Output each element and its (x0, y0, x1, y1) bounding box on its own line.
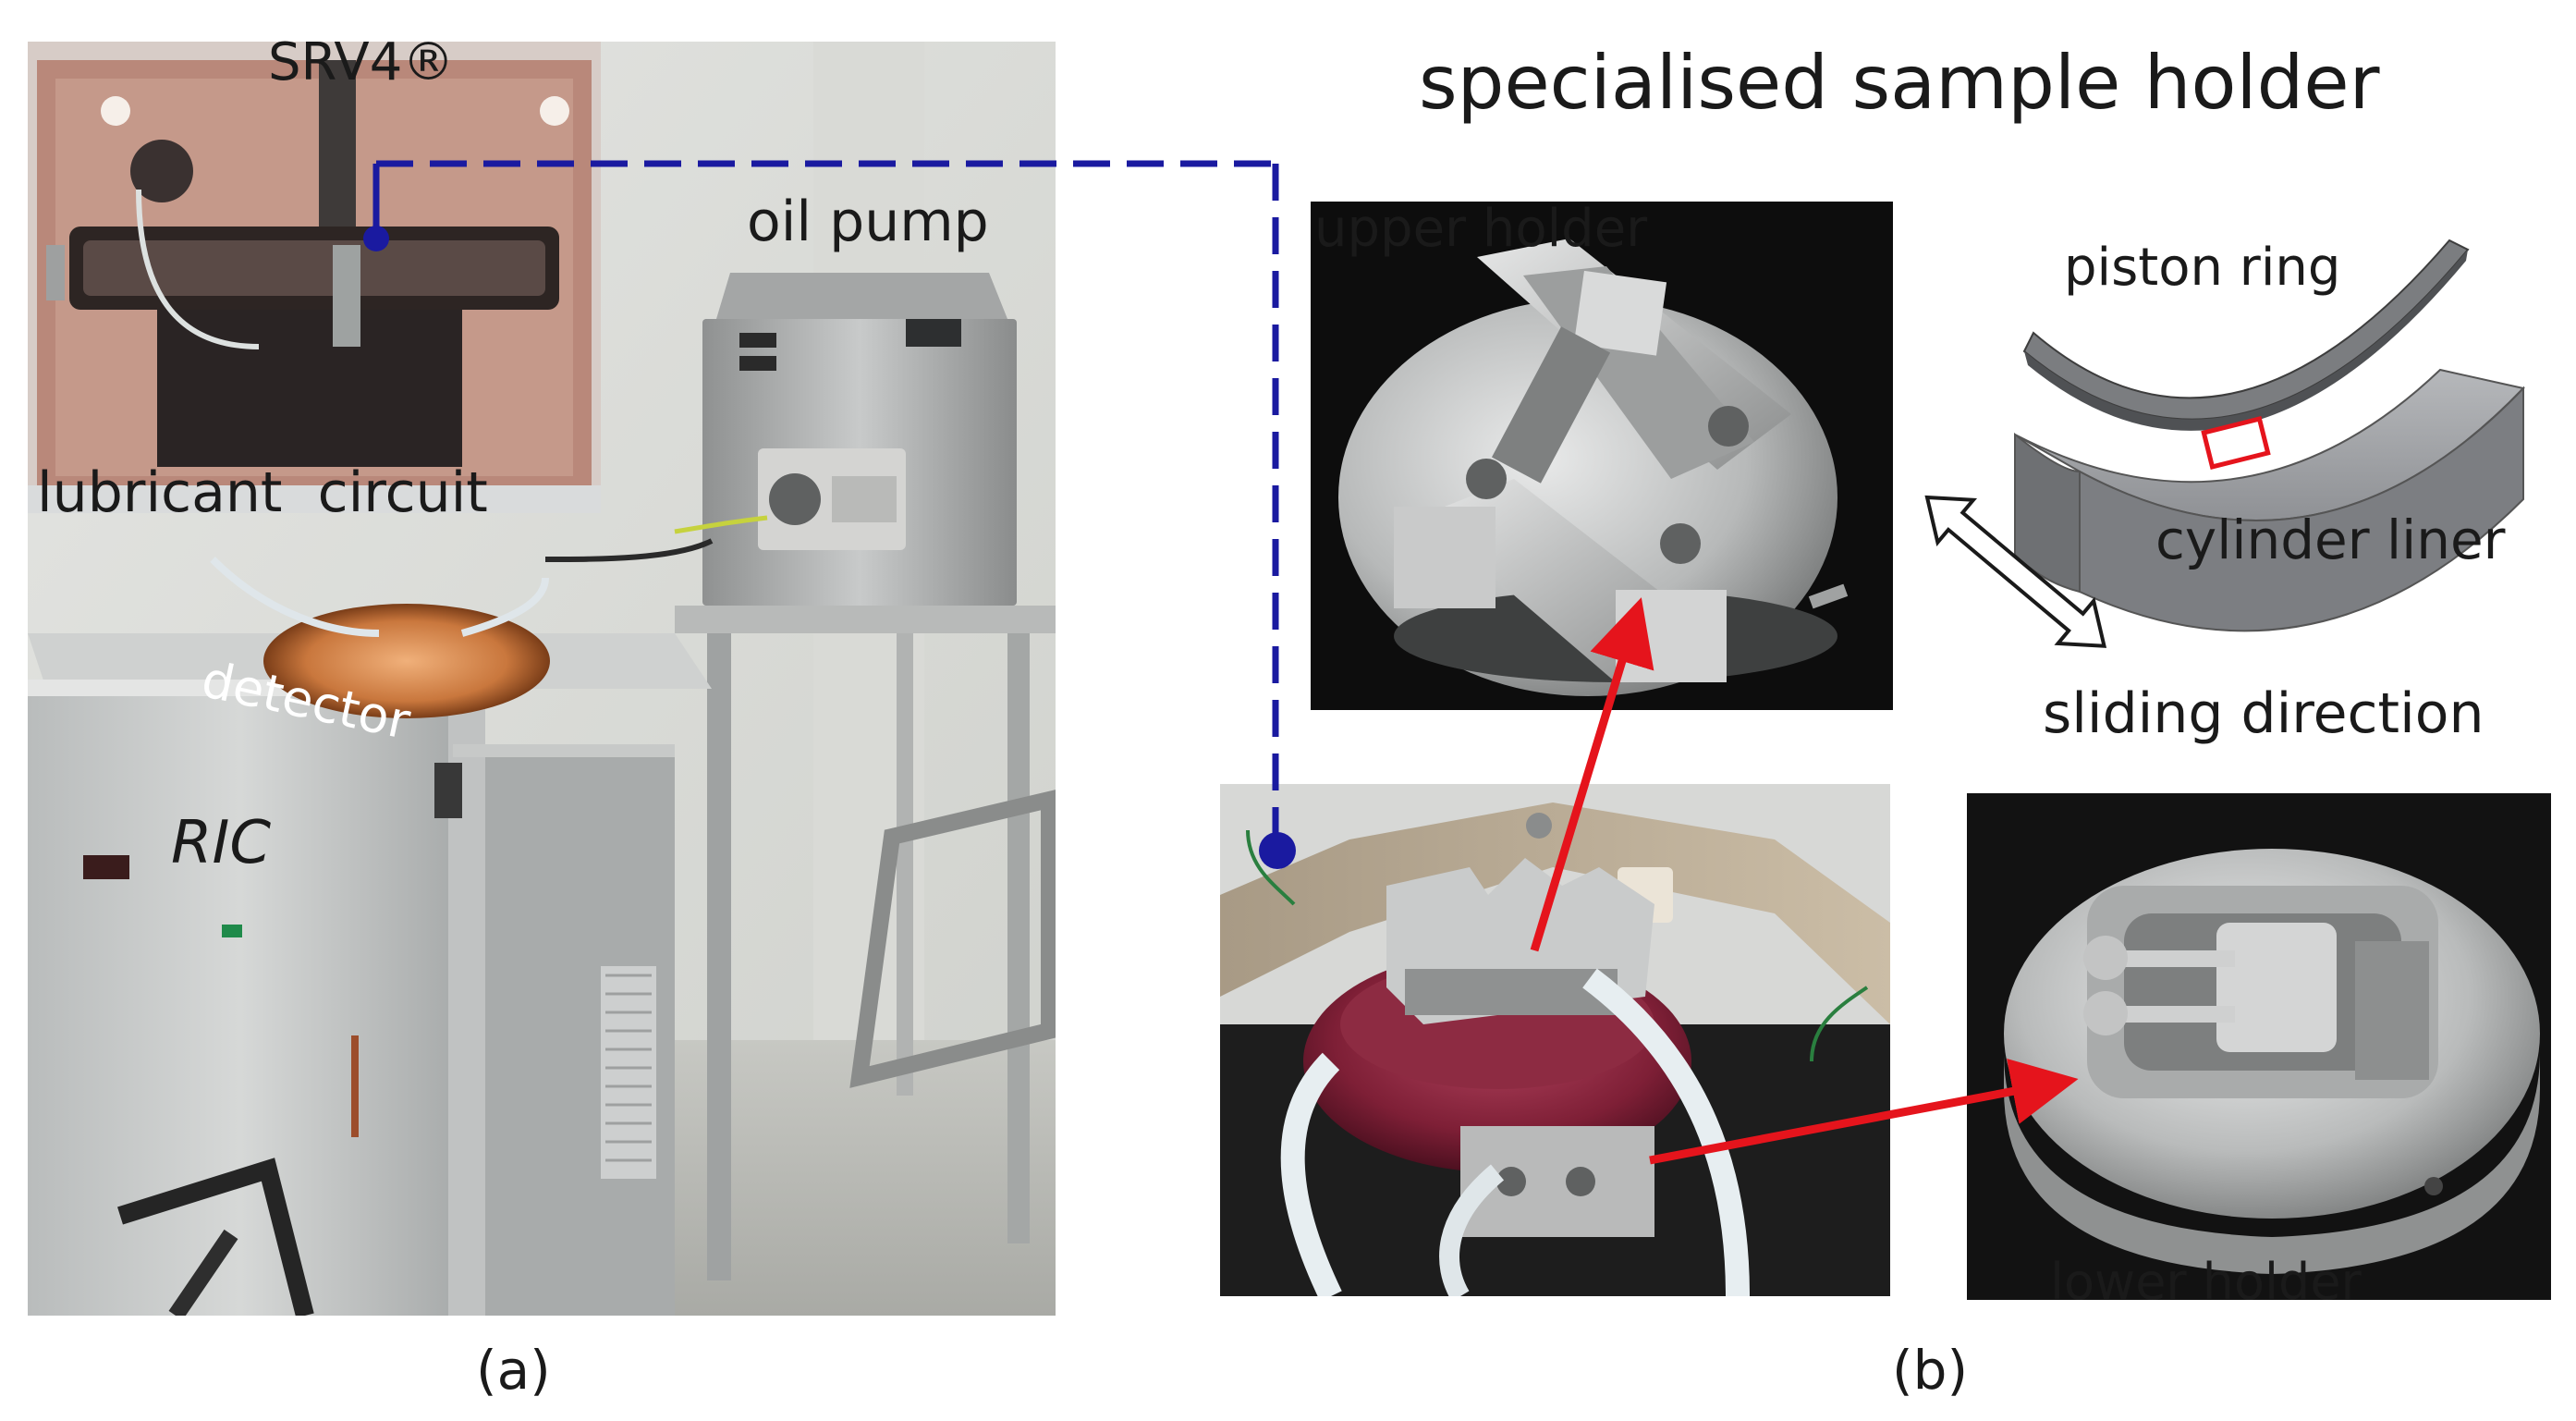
contact-highlight-box (2201, 416, 2271, 470)
piston-liner-schematic (2006, 222, 2533, 656)
panel-a-caption: (a) (476, 1339, 551, 1402)
connector-dot-top (363, 226, 389, 251)
sliding-direction-arrow (1924, 495, 2107, 648)
lower-holder-photo (1967, 793, 2551, 1300)
sliding-direction-label: sliding direction (2043, 681, 2484, 746)
lower-holder-arrow (1649, 1059, 2079, 1165)
ric-label: RIC (171, 809, 272, 877)
cylinder-liner-label: cylinder liner (2155, 508, 2506, 571)
oil-pump-label: oil pump (747, 190, 989, 254)
lower-holder-label: lower holder (2050, 1253, 2362, 1311)
upper-holder-label: upper holder (1314, 199, 1648, 259)
upper-holder-arrow (1530, 597, 1654, 952)
lab-setup-photo (28, 42, 1056, 1316)
piston-ring-label: piston ring (2064, 238, 2341, 298)
connector-dot-bottom (1259, 832, 1296, 869)
upper-holder-photo (1311, 202, 1893, 710)
srv4-connector-line (376, 160, 1279, 851)
page-title: specialised sample holder (1419, 40, 2380, 126)
panel-b-caption: (b) (1892, 1339, 1969, 1402)
srv4-label: SRV4® (268, 32, 455, 92)
lubricant-circuit-label: lubricant circuit (37, 460, 488, 525)
